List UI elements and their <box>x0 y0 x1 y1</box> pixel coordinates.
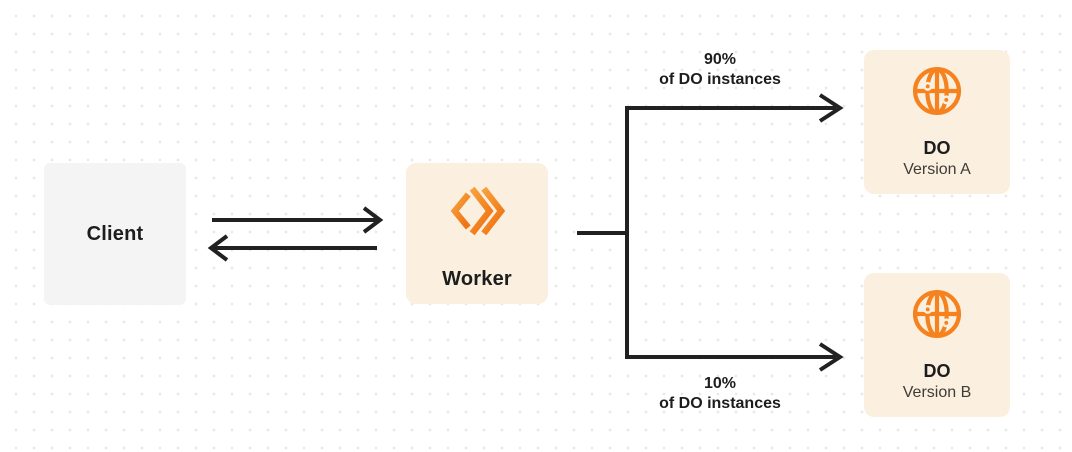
client-label: Client <box>86 222 144 245</box>
do-a-title: DO <box>923 138 951 158</box>
client-worker-request-arrow <box>212 206 384 234</box>
do-version-a-node: DO Version A <box>864 50 1010 194</box>
globe-icon <box>912 289 962 339</box>
worker-label: Worker <box>442 268 512 290</box>
worker-client-response-arrow <box>207 234 377 262</box>
split-arrow-10 <box>818 342 844 372</box>
edge-label-90-caption: of DO instances <box>659 71 781 88</box>
arrowhead-right-icon <box>362 206 384 234</box>
do-a-subtitle: Version A <box>903 161 971 178</box>
do-version-b-node: DO Version B <box>864 273 1010 417</box>
globe-icon <box>912 66 962 116</box>
edge-label-90: 90% of DO instances <box>600 50 840 90</box>
edge-label-90-percent: 90% <box>703 51 737 68</box>
edge-label-10-caption: of DO instances <box>659 395 781 412</box>
do-b-subtitle: Version B <box>902 384 972 401</box>
arrowhead-left-icon <box>207 234 229 262</box>
edge-label-10-percent: 10% <box>703 375 737 392</box>
client-node: Client <box>44 163 186 305</box>
edge-label-10: 10% of DO instances <box>600 374 840 414</box>
arrowhead-right-icon <box>818 342 844 372</box>
worker-node: Worker <box>406 163 548 304</box>
worker-split-connector <box>577 106 836 359</box>
workers-icon <box>450 186 506 236</box>
do-b-title: DO <box>923 361 951 381</box>
split-arrow-90 <box>818 93 844 123</box>
arrowhead-right-icon <box>818 93 844 123</box>
